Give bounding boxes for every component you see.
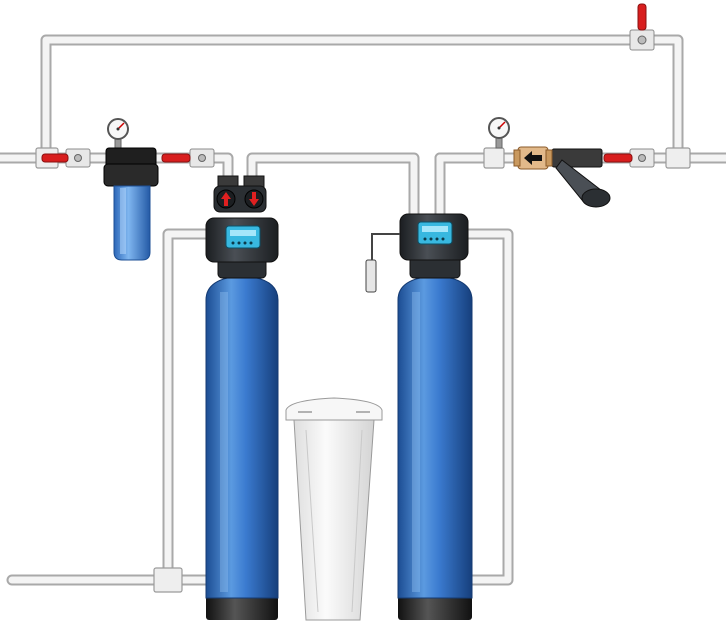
inlet-ball-valve[interactable] (41, 148, 91, 168)
control-display (225, 225, 261, 249)
y-strainer (551, 148, 611, 208)
arrow-down-icon (249, 192, 259, 206)
check-valve (513, 146, 553, 170)
tee-outlet (665, 147, 691, 169)
brine-injector (365, 259, 377, 293)
pipe-fittings (35, 147, 691, 593)
tank-body (397, 275, 473, 599)
outlet-ball-valve[interactable] (603, 148, 655, 168)
drain-line-left (162, 228, 212, 586)
bypass-valve[interactable] (629, 3, 655, 51)
filter-outlet-valve-handle[interactable] (161, 153, 191, 163)
tee-gauge-right (483, 147, 505, 169)
tank-base (398, 596, 472, 620)
bypass-connector-left (213, 175, 267, 213)
outlet-valve-handle[interactable] (603, 153, 633, 163)
arrow-up-icon (221, 192, 231, 206)
brine-tank (285, 397, 383, 621)
tank-body (205, 275, 279, 599)
control-display (417, 221, 453, 245)
softener-tank-right (397, 275, 473, 620)
tee-drain (153, 567, 183, 593)
inlet-valve-handle[interactable] (41, 153, 69, 163)
control-valve-head-left[interactable] (205, 217, 279, 279)
filter-housing (113, 185, 151, 261)
bypass-pipe (40, 34, 684, 164)
bypass-valve-handle[interactable] (637, 3, 647, 31)
control-valve-head-right[interactable] (399, 213, 469, 279)
pressure-gauge-icon (107, 118, 129, 149)
pressure-gauge-icon (488, 117, 510, 149)
brine-line (365, 233, 400, 293)
softener-link-pipe (246, 152, 420, 224)
tank-base (206, 596, 278, 620)
brine-tank-lid (285, 397, 383, 421)
cartridge-filter (103, 147, 159, 261)
softener-tank-left (205, 275, 279, 620)
arrow-left-icon (524, 151, 542, 165)
filter-outlet-valve[interactable] (161, 148, 215, 168)
